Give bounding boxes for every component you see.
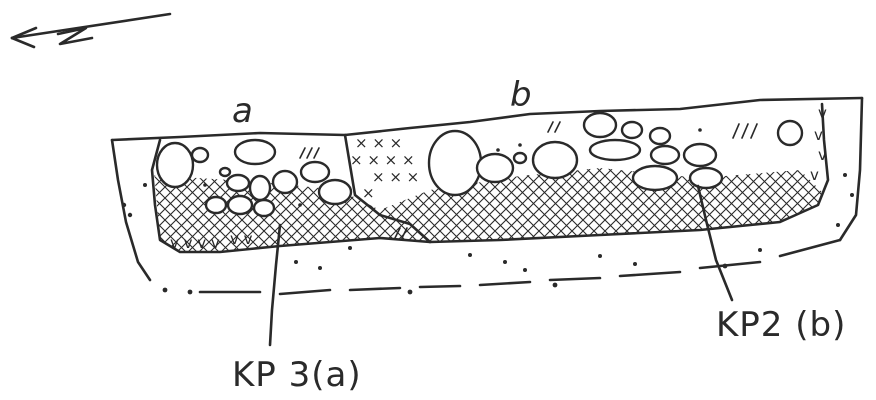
- svg-text:×: ×: [362, 184, 375, 202]
- svg-text:v: v: [818, 104, 827, 122]
- unit-label-a: a: [232, 91, 253, 131]
- sample-label-kp2: KP2 (b): [716, 305, 846, 345]
- svg-text:× × ×: × × ×: [355, 134, 402, 152]
- sample-label-kp3: KP 3(a): [232, 355, 362, 395]
- svg-text:v: v: [814, 126, 823, 144]
- svg-text:v v: v v: [230, 230, 253, 248]
- unit-label-b: b: [510, 75, 532, 115]
- north-arrow-icon: [12, 14, 170, 47]
- svg-text:× × ×: × × ×: [372, 168, 419, 186]
- pit-boundary-left: [112, 140, 150, 280]
- svg-text:v: v: [810, 166, 819, 184]
- svg-text:v v v v: v v v v: [170, 234, 220, 252]
- svg-text:× × × ×: × × × ×: [350, 151, 415, 169]
- ground-surface-line: [112, 98, 862, 140]
- x-marks: × × × × × × × × × × ×: [350, 134, 419, 202]
- svg-text:v: v: [818, 146, 827, 164]
